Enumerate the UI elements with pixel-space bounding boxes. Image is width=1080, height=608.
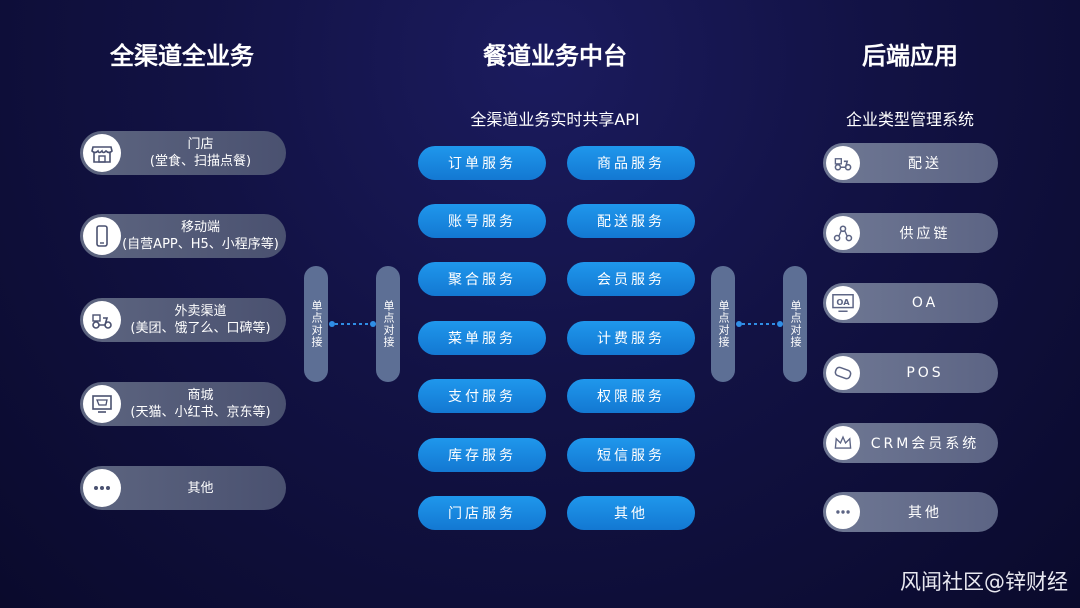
left-item-detail: (天猫、小红书、京东等) [130,405,271,420]
middle-column-subtitle: 全渠道业务实时共享API [470,110,640,129]
left-item-other: 其他 [80,466,286,510]
svg-text:OA: OA [836,297,850,307]
service-delivery: 配送服务 [567,204,695,238]
delivery-scooter-icon [826,146,860,180]
left-item-detail: (自营APP、H5、小程序等) [122,237,279,252]
connector-label: 单点对接 [717,300,730,348]
left-item-label: 商城 [187,388,214,403]
connector-label: 单点对接 [789,300,802,348]
service-sms: 短信服务 [567,438,695,472]
more-dots-icon [83,469,121,507]
connector-dot [736,321,742,327]
delivery-scooter-icon [83,301,121,339]
connector-dot [329,321,335,327]
more-dots-icon [826,495,860,529]
left-item-takeout: 外卖渠道 (美团、饿了么、口碑等) [80,298,286,342]
service-payment: 支付服务 [418,379,546,413]
connector-line [742,323,778,325]
service-menu: 菜单服务 [418,321,546,355]
left-item-detail: (堂食、扫描点餐) [149,154,252,169]
left-column-title: 全渠道全业务 [110,42,254,70]
connector-dot [777,321,783,327]
left-item-label: 门店 [187,137,214,152]
service-billing: 计费服务 [567,321,695,355]
service-inventory: 库存服务 [418,438,546,472]
left-item-detail: (美团、饿了么、口碑等) [130,321,271,336]
left-item-label: 其他 [187,480,214,496]
right-item-label: CRM会员系统 [870,436,980,452]
service-permission: 权限服务 [567,379,695,413]
right-column-title: 后端应用 [862,42,958,70]
connector-label: 单点对接 [310,300,323,348]
right-item-supply-chain: 供应链 [823,213,998,253]
service-member: 会员服务 [567,262,695,296]
right-item-label: POS [906,365,944,381]
service-product: 商品服务 [567,146,695,180]
watermark: 风闻社区@锌财经 [900,570,1068,594]
connector-left-outer: 单点对接 [304,266,328,382]
connector-label: 单点对接 [382,300,395,348]
right-item-crm: CRM会员系统 [823,423,998,463]
left-item-label: 外卖渠道 [174,304,227,319]
card-swipe-icon [826,356,860,390]
connector-right-outer: 单点对接 [783,266,807,382]
right-item-oa: OA OA [823,283,998,323]
connector-left-inner: 单点对接 [376,266,400,382]
network-nodes-icon [826,216,860,250]
shopping-cart-icon [83,385,121,423]
middle-column-title: 餐道业务中台 [483,42,627,70]
right-column-subtitle: 企业类型管理系统 [845,110,974,129]
storefront-icon [83,134,121,172]
service-order: 订单服务 [418,146,546,180]
right-item-delivery: 配送 [823,143,998,183]
service-aggregate: 聚合服务 [418,262,546,296]
service-account: 账号服务 [418,204,546,238]
connector-right-inner: 单点对接 [711,266,735,382]
right-item-label: 配送 [908,156,942,172]
mobile-phone-icon [83,217,121,255]
left-item-mobile: 移动端 (自营APP、H5、小程序等) [80,214,286,258]
right-item-label: 其他 [908,505,942,521]
right-item-other: 其他 [823,492,998,532]
service-other: 其他 [567,496,695,530]
oa-monitor-icon: OA [826,286,860,320]
right-item-label: 供应链 [899,226,951,242]
crown-icon [826,426,860,460]
left-item-store: 门店 (堂食、扫描点餐) [80,131,286,175]
right-item-label: OA [911,295,939,311]
right-item-pos: POS [823,353,998,393]
left-item-mall: 商城 (天猫、小红书、京东等) [80,382,286,426]
connector-line [335,323,371,325]
connector-dot [370,321,376,327]
service-store: 门店服务 [418,496,546,530]
left-item-label: 移动端 [180,220,220,235]
